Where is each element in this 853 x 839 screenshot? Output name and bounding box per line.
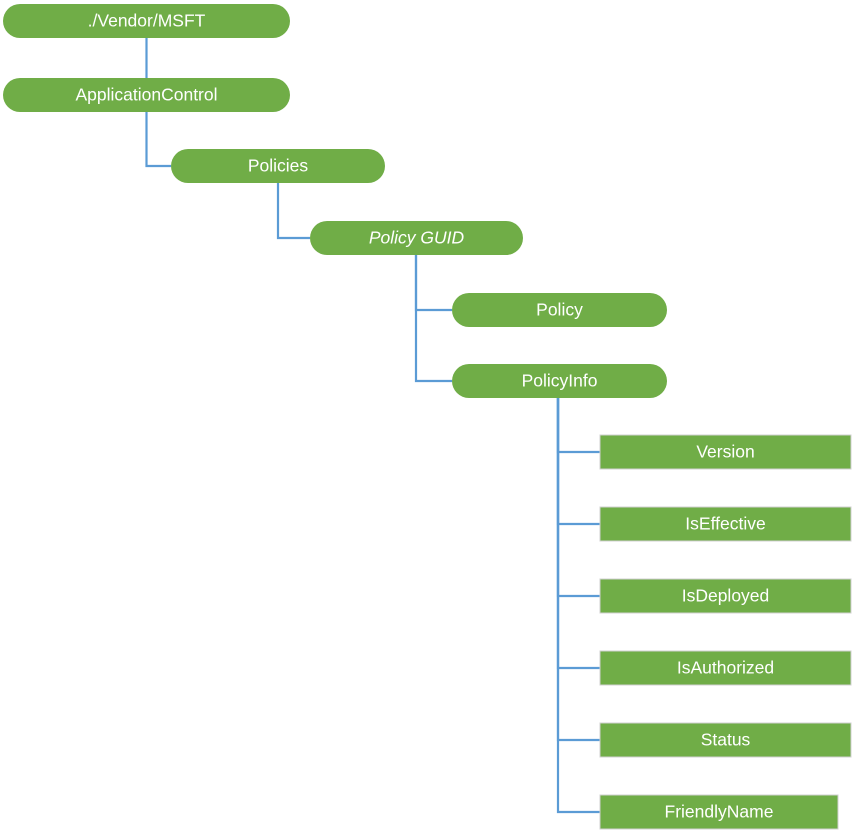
node-policies[interactable]: Policies [171, 149, 385, 183]
node-shape-is-deployed [599, 578, 852, 614]
node-shape-friendly-name [599, 794, 839, 830]
node-layer: ./Vendor/MSFT ApplicationControlPoliciesP… [3, 4, 852, 830]
node-label-policy-info: PolicyInfo [522, 371, 598, 391]
node-policy-info[interactable]: PolicyInfo [452, 364, 667, 398]
node-application-control[interactable]: ApplicationControl [3, 78, 290, 112]
node-is-deployed[interactable]: IsDeployed [599, 578, 852, 614]
node-is-effective[interactable]: IsEffective [599, 506, 852, 542]
node-shape-policy-guid [310, 221, 523, 255]
connector-policyinfo-to-version [556, 398, 600, 454]
node-label-friendly-name: FriendlyName [665, 802, 774, 822]
connector-policyinfo-to-friendlyname [556, 398, 600, 814]
node-shape-application-control [3, 78, 290, 112]
node-shape-status [599, 722, 852, 758]
node-shape-policy [452, 293, 667, 327]
node-shape-policy-info [452, 364, 667, 398]
node-policy-guid[interactable]: Policy GUID [310, 221, 523, 255]
connector-policies-to-policyguid [276, 183, 310, 240]
node-shape-version [599, 434, 852, 470]
node-label-policy: Policy [536, 300, 583, 320]
node-label-policy-guid: Policy GUID [369, 228, 465, 248]
node-status[interactable]: Status [599, 722, 852, 758]
connector-layer [145, 38, 600, 814]
node-version[interactable]: Version [599, 434, 852, 470]
node-label-is-deployed: IsDeployed [682, 586, 770, 606]
node-shape-is-effective [599, 506, 852, 542]
node-label-policies: Policies [248, 156, 309, 176]
node-label-vendor-msft: ./Vendor/MSFT [88, 11, 206, 31]
connector-appcontrol-to-policies [145, 112, 171, 168]
node-is-authorized[interactable]: IsAuthorized [599, 650, 852, 686]
connector-policyguid-to-policy [414, 255, 452, 312]
node-shape-vendor-msft [3, 4, 290, 38]
node-label-is-authorized: IsAuthorized [677, 658, 774, 678]
connector-policyinfo-to-isauthorized [556, 398, 600, 670]
node-shape-is-authorized [599, 650, 852, 686]
node-label-application-control: ApplicationControl [75, 85, 217, 105]
node-shape-policies [171, 149, 385, 183]
connector-policyguid-to-policyinfo [414, 255, 452, 383]
node-label-status: Status [701, 730, 751, 750]
connector-policyinfo-to-iseffective [556, 398, 600, 526]
node-friendly-name[interactable]: FriendlyName [599, 794, 839, 830]
connector-policyinfo-to-status [556, 398, 600, 742]
node-policy[interactable]: Policy [452, 293, 667, 327]
node-vendor-msft[interactable]: ./Vendor/MSFT [3, 4, 290, 38]
connector-policyinfo-to-isdeployed [556, 398, 600, 598]
node-label-version: Version [696, 442, 754, 462]
node-label-is-effective: IsEffective [685, 514, 765, 534]
